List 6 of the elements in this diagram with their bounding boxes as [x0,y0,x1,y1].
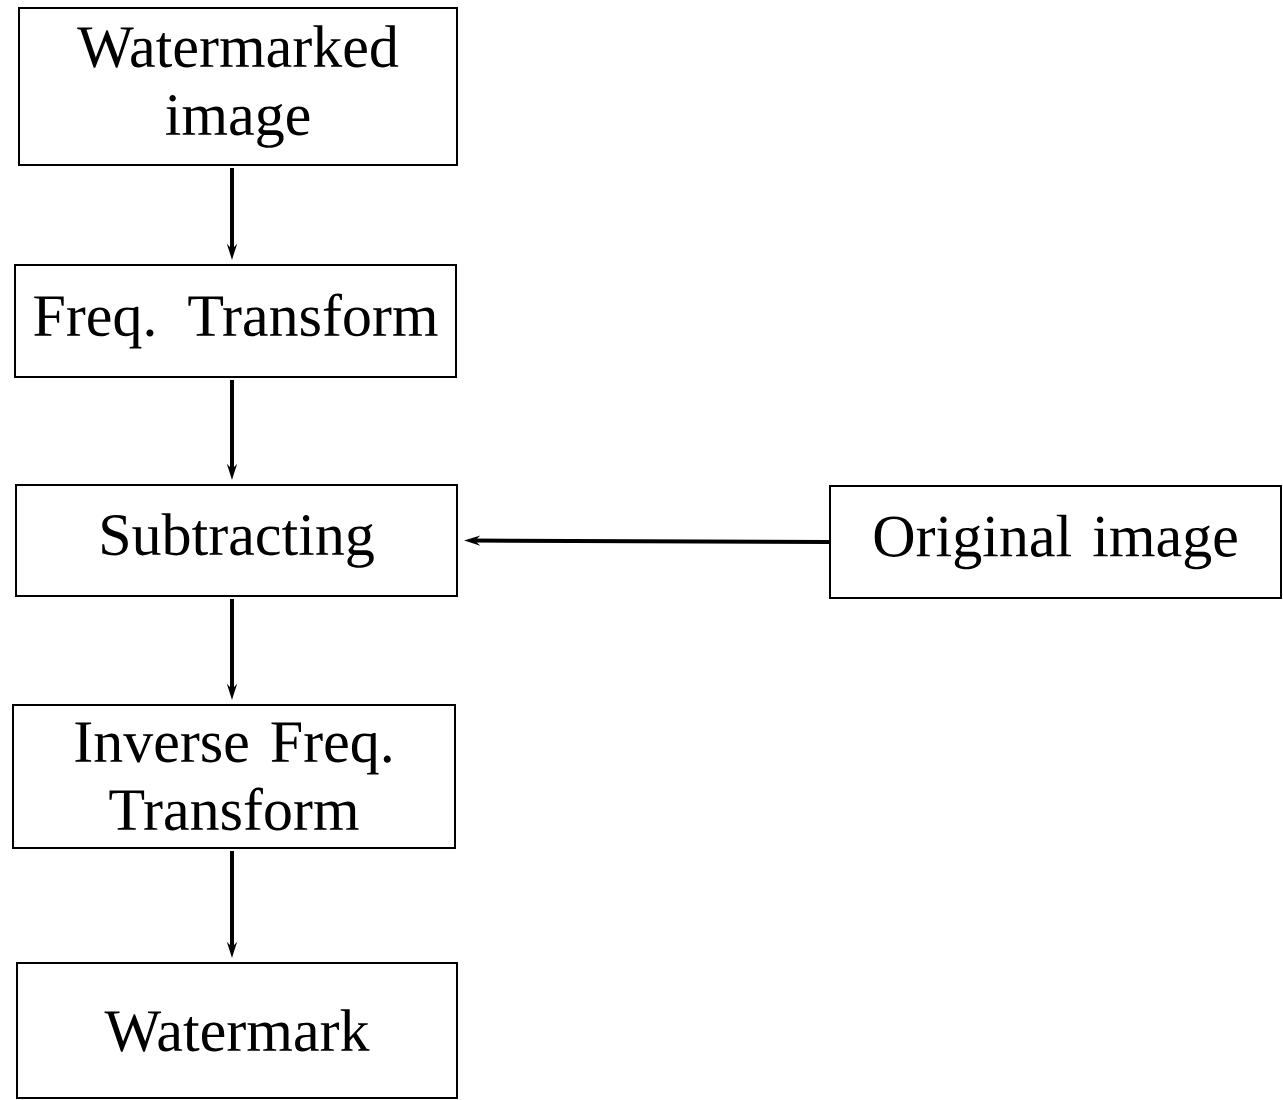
process-box: Subtracting [15,484,458,597]
process-box: Original image [829,485,1282,599]
process-box: Watermarked image [18,7,458,166]
process-box: Inverse Freq. Transform [12,704,456,849]
process-box: Watermark [16,962,458,1099]
process-box: Freq. Transform [14,264,457,378]
